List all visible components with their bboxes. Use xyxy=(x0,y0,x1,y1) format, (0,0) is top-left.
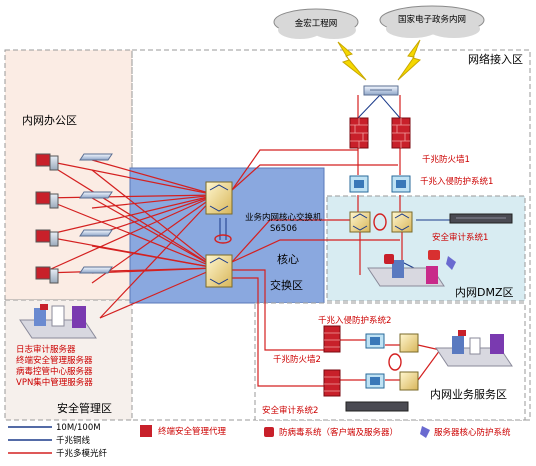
dmz-switch-a xyxy=(349,211,371,233)
legend: 10M/100M 千兆铜线 千兆多模光纤 终端安全管理代理 防病毒系统（客户端及… xyxy=(8,423,511,459)
ips-2a xyxy=(365,333,385,349)
cloud-right: 国家电子政务内网 xyxy=(379,5,485,38)
legend-copper-100: 10M/100M xyxy=(56,423,101,433)
office-pc-1 xyxy=(35,153,59,171)
label-ips-2: 千兆入侵防护系统2 xyxy=(318,315,391,326)
label-audit-2: 安全审计系统2 xyxy=(262,405,318,416)
label-service: 内网业务服务区 xyxy=(430,387,507,401)
office-pc-4 xyxy=(35,266,59,284)
cloud-left: 金宏工程网 xyxy=(273,8,359,39)
security-servers xyxy=(19,304,97,339)
antivirus-icon xyxy=(264,427,274,437)
server-vpn-mgmt: VPN集中管理服务器 xyxy=(16,377,93,388)
audit-appliance-2 xyxy=(345,401,409,412)
label-security-mgmt: 安全管理区 xyxy=(57,401,112,415)
lightning-icon xyxy=(397,39,422,81)
service-switch-b xyxy=(399,371,419,391)
label-core-2: 交换区 xyxy=(270,278,303,292)
label-core-switch-2: S6506 xyxy=(270,224,297,234)
label-core-1: 核心 xyxy=(277,252,299,266)
server-terminal-security: 终端安全管理服务器 xyxy=(16,355,93,366)
server-log-audit: 日志审计服务器 xyxy=(16,344,76,355)
server-protect-icon xyxy=(420,426,430,438)
firewall-1b xyxy=(391,117,411,149)
firewall-2b xyxy=(323,369,341,397)
cloud-left-label: 金宏工程网 xyxy=(295,18,338,29)
legend-gigabit-copper: 千兆铜线 xyxy=(56,435,91,446)
lightning-icon xyxy=(337,41,367,81)
dmz-servers xyxy=(367,250,456,287)
server-antivirus-center: 病毒控管中心服务器 xyxy=(16,366,93,377)
dmz-switch-b xyxy=(391,211,413,233)
service-switch-a xyxy=(399,333,419,353)
label-dmz: 内网DMZ区 xyxy=(455,285,514,299)
ips-2b xyxy=(365,373,385,389)
label-firewall-2: 千兆防火墙2 xyxy=(273,354,321,365)
service-servers xyxy=(435,330,513,367)
label-firewall-1: 千兆防火墙1 xyxy=(422,154,470,165)
office-switches xyxy=(79,153,113,274)
audit-appliance-1 xyxy=(449,213,513,224)
terminal-agent-icon xyxy=(140,425,152,437)
label-network-access: 网络接入区 xyxy=(468,52,523,66)
office-zone xyxy=(4,49,133,301)
label-office: 内网办公区 xyxy=(22,113,77,127)
label-ips-1: 千兆入侵防护系统1 xyxy=(420,176,493,187)
label-audit-1: 安全审计系统1 xyxy=(432,232,488,243)
legend-terminal-agent: 终端安全管理代理 xyxy=(158,426,227,437)
label-core-switch-1: 业务内网核心交换机 xyxy=(245,212,322,223)
edge-router xyxy=(363,85,399,96)
core-switch-b xyxy=(205,254,233,288)
office-pc-2 xyxy=(35,191,59,209)
legend-gigabit-fiber: 千兆多模光纤 xyxy=(56,448,108,459)
firewall-1a xyxy=(349,117,369,149)
ips-1a xyxy=(349,175,369,193)
firewall-2a xyxy=(323,325,341,353)
office-pc-3 xyxy=(35,229,59,247)
cloud-right-label: 国家电子政务内网 xyxy=(398,14,466,25)
legend-antivirus: 防病毒系统（客户端及服务器） xyxy=(279,427,398,438)
legend-server-protect: 服务器核心防护系统 xyxy=(434,427,511,438)
ips-1b xyxy=(391,175,411,193)
server-list: 日志审计服务器 终端安全管理服务器 病毒控管中心服务器 VPN集中管理服务器 xyxy=(16,344,93,388)
core-switch-a xyxy=(205,181,233,215)
